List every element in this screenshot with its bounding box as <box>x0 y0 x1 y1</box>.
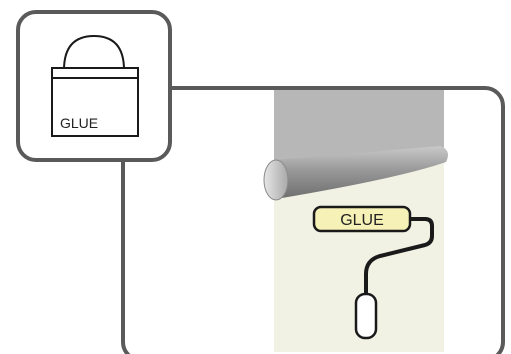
paint-roller-icon: GLUE <box>312 205 434 340</box>
inset-glue-label: GLUE <box>60 115 98 131</box>
wallpaper-roll-icon <box>263 146 448 201</box>
roller-cover <box>312 205 412 233</box>
glue-bucket-icon: GLUE <box>51 34 139 137</box>
roller-glue-label: GLUE <box>340 212 384 229</box>
